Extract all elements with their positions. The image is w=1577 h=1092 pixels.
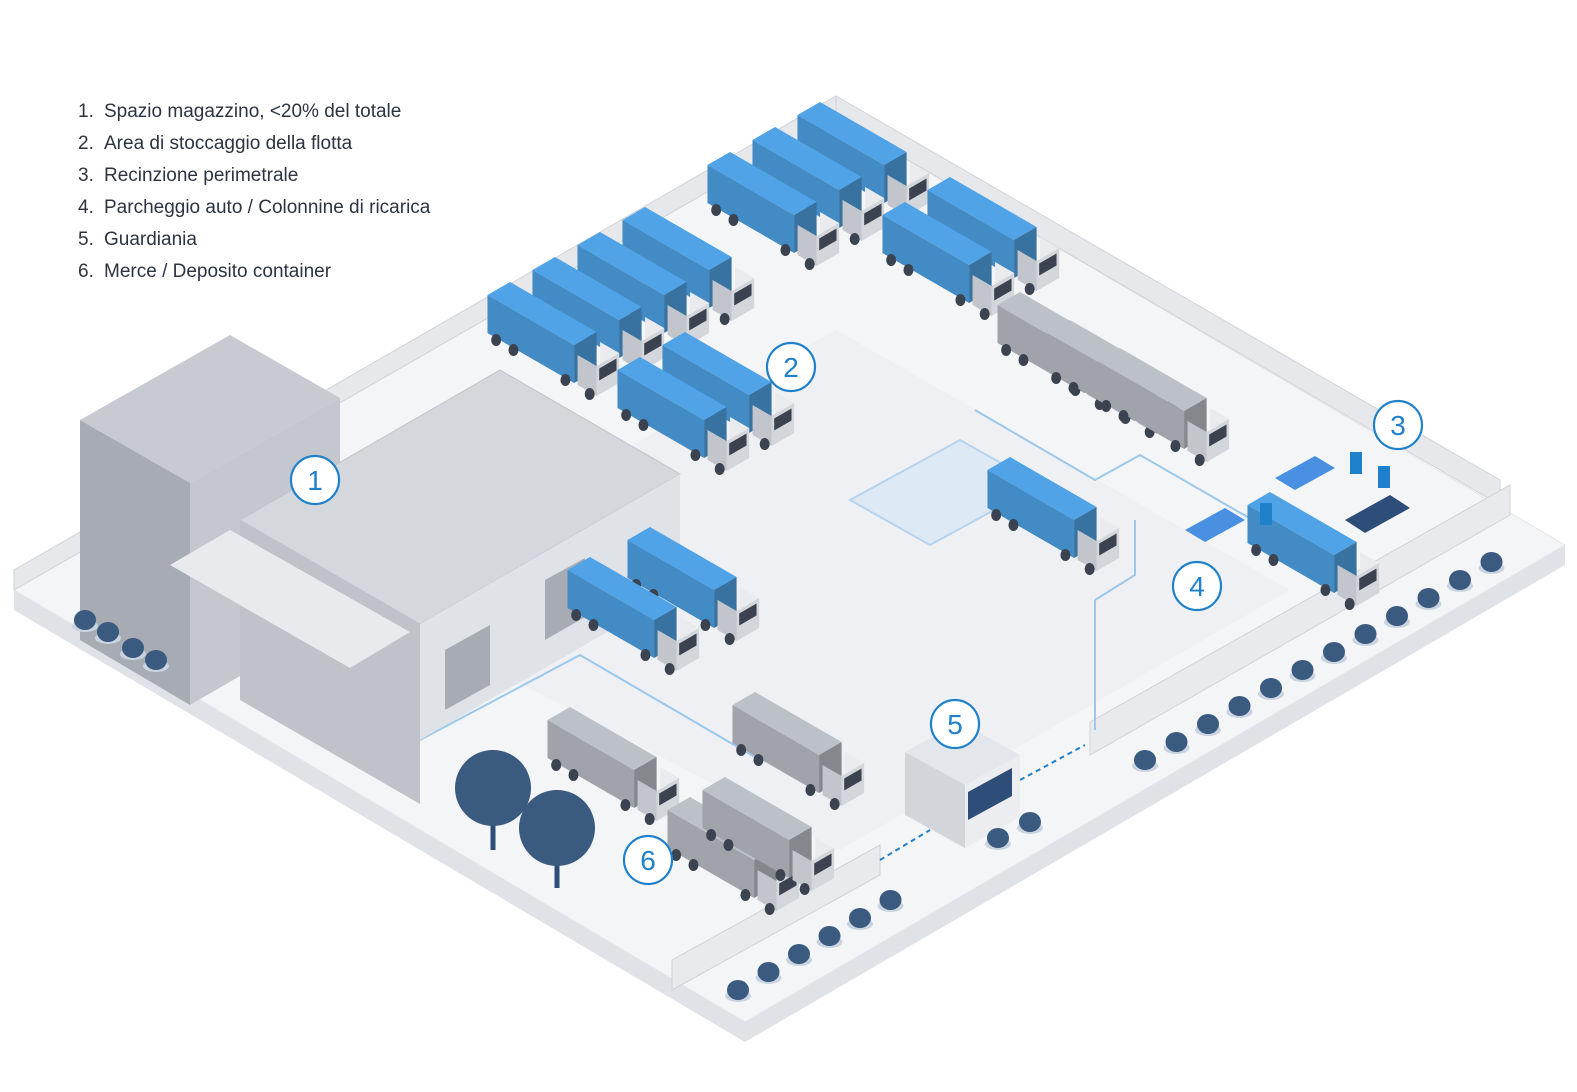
fleet-trucks — [487, 102, 1380, 675]
guardhouse-building — [879, 722, 1086, 861]
zone-marker-5: 5 — [929, 698, 981, 750]
grey-trailer — [732, 692, 865, 810]
zone-marker-number: 2 — [783, 352, 799, 383]
legend-text: Recinzione perimetrale — [104, 165, 299, 186]
legend-number: 6. — [78, 261, 94, 282]
blue-truck — [927, 177, 1060, 295]
shrub — [1134, 750, 1156, 770]
charging-stations — [1260, 452, 1390, 525]
blue-truck — [487, 282, 620, 400]
blue-truck — [882, 202, 1015, 320]
zone-marker-4: 4 — [1171, 560, 1223, 612]
shrub — [97, 622, 119, 642]
blue-truck — [707, 152, 840, 270]
shrub — [1165, 732, 1188, 752]
legend-number: 1. — [78, 101, 94, 122]
legend-text: Area di stoccaggio della flotta — [104, 133, 353, 154]
zone-marker-number: 4 — [1189, 571, 1205, 602]
shrub — [1228, 696, 1251, 716]
shrub — [1019, 812, 1041, 832]
hedge-shrubs — [72, 552, 1505, 1002]
zone-marker-number: 3 — [1390, 410, 1406, 441]
shrub — [122, 638, 144, 658]
shrub — [1449, 570, 1471, 590]
shrub — [1197, 714, 1219, 734]
shrub — [818, 926, 841, 946]
grey-trailer — [1097, 348, 1230, 466]
zone-marker-number: 6 — [640, 845, 656, 876]
shrub — [788, 944, 810, 964]
zone-marker-number: 1 — [307, 465, 323, 496]
legend-item-3: 3. Recinzione perimetrale — [78, 160, 430, 192]
grey-trailer — [547, 707, 680, 825]
shrub — [1354, 624, 1377, 644]
shrub — [1480, 552, 1503, 572]
shrub — [757, 962, 780, 982]
shrub — [879, 890, 902, 910]
shrub — [849, 908, 871, 928]
yard-trees — [455, 750, 595, 888]
legend-item-6: 6. Merce / Deposito container — [78, 256, 430, 288]
blue-truck — [567, 557, 700, 675]
legend-number: 3. — [78, 165, 94, 186]
shrub — [74, 610, 96, 630]
zone-marker-1: 1 — [289, 454, 341, 506]
blue-truck — [987, 457, 1120, 575]
legend-item-1: 1. Spazio magazzino, <20% del totale — [78, 96, 430, 128]
shrub — [1260, 678, 1282, 698]
legend-item-5: 5. Guardiania — [78, 224, 430, 256]
shrub — [987, 828, 1009, 848]
shrub — [1417, 588, 1440, 608]
shrub — [1386, 606, 1408, 626]
blue-truck — [577, 232, 710, 350]
shrub — [1323, 642, 1345, 662]
shrub — [145, 650, 167, 670]
legend-list: 1. Spazio magazzino, <20% del totale 2. Ar… — [78, 96, 430, 288]
legend-text: Parcheggio auto / Colonnine di ricarica — [104, 197, 431, 218]
legend-text: Guardiania — [104, 229, 197, 250]
zone-marker-6: 6 — [622, 834, 674, 886]
zone-marker-number: 5 — [947, 709, 963, 740]
grey-trailer — [702, 777, 835, 895]
legend-number: 4. — [78, 197, 94, 218]
zone-marker-2: 2 — [765, 341, 817, 393]
blue-truck — [627, 527, 760, 645]
legend-text: Spazio magazzino, <20% del totale — [104, 101, 402, 122]
legend-item-4: 4. Parcheggio auto / Colonnine di ricaric… — [78, 192, 430, 224]
legend-number: 2. — [78, 133, 94, 154]
zone-marker-3: 3 — [1372, 399, 1424, 451]
grey-trailers — [547, 292, 1230, 915]
legend-item-2: 2. Area di stoccaggio della flotta — [78, 128, 430, 160]
legend-number: 5. — [78, 229, 94, 250]
zone-markers: 1 2 3 4 5 6 — [289, 341, 1424, 886]
blue-truck — [662, 332, 795, 450]
shrub — [1291, 660, 1314, 680]
shrub — [727, 980, 749, 1000]
blue-truck — [752, 127, 885, 245]
blue-truck — [1247, 492, 1380, 610]
parked-cars — [1185, 456, 1410, 542]
legend-text: Merce / Deposito container — [104, 261, 332, 282]
blue-truck — [617, 357, 750, 475]
